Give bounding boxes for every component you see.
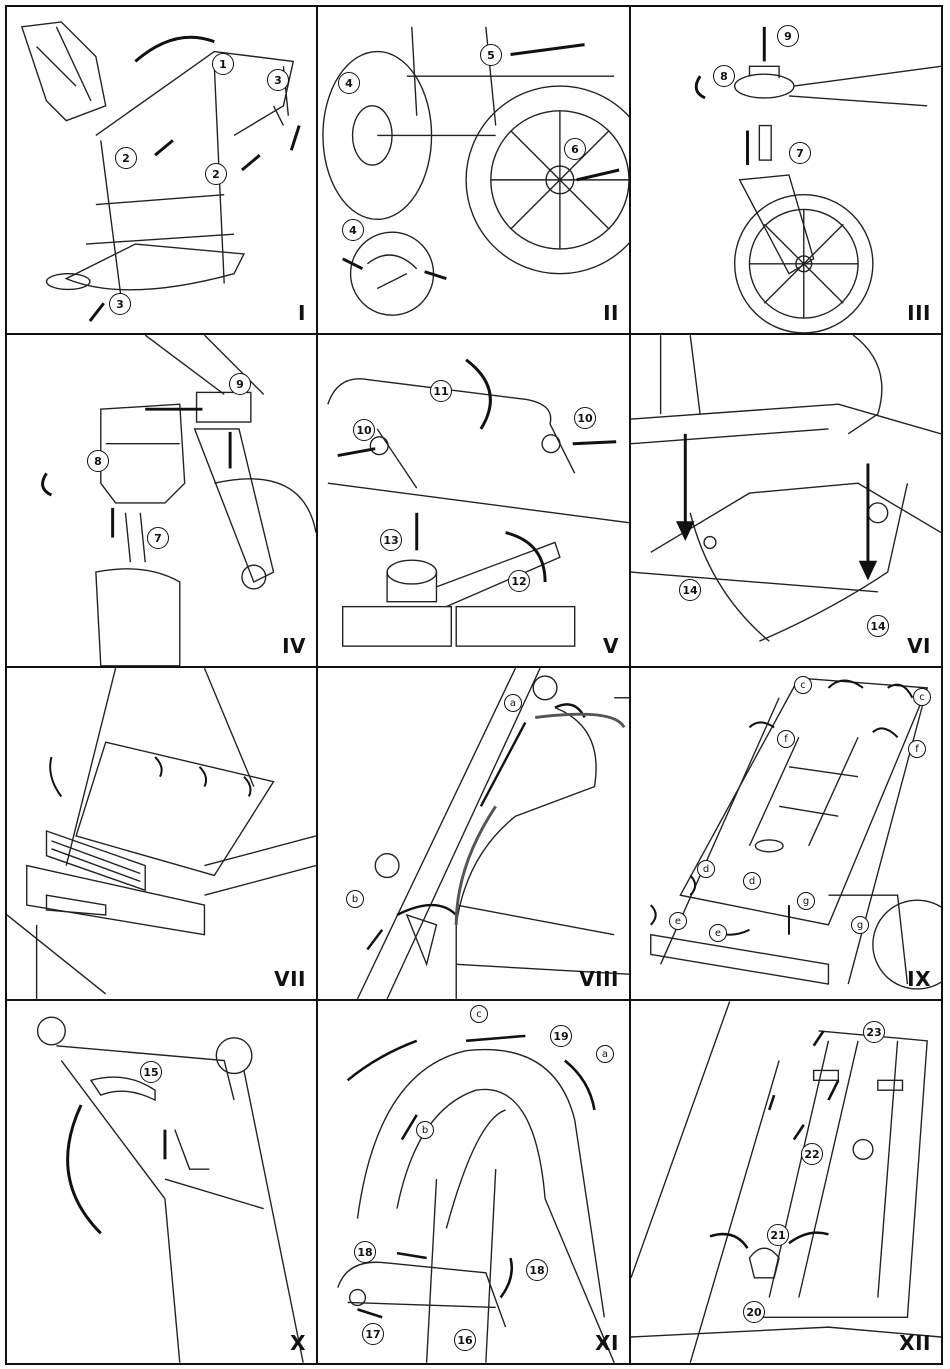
seat-assembly-illustration — [631, 668, 941, 999]
panel-numeral: III — [907, 301, 931, 325]
seat-fabric-illustration — [318, 668, 629, 999]
callout-22: 22 — [801, 1143, 823, 1165]
callout-c: c — [470, 1005, 488, 1023]
callout-14a: 14 — [679, 579, 701, 601]
callout-14b: 14 — [867, 615, 889, 637]
front-wheel-illustration — [631, 7, 941, 333]
panel-VIII: a b VIII — [316, 666, 631, 1001]
callout-a: a — [504, 694, 522, 712]
callout-17: 17 — [362, 1323, 384, 1345]
panel-numeral: IX — [907, 967, 931, 991]
callout-12: 12 — [508, 570, 530, 592]
panel-III: 7 8 9 III — [629, 5, 943, 335]
callout-a: a — [596, 1045, 614, 1063]
callout-2b: 2 — [205, 163, 227, 185]
handlebar-brake-illustration — [318, 335, 629, 666]
frame-unfold-illustration — [7, 7, 316, 333]
panel-numeral: X — [290, 1331, 306, 1355]
callout-15: 15 — [140, 1061, 162, 1083]
callout-f2: f — [908, 740, 926, 758]
swivel-lock-illustration — [7, 335, 316, 666]
callout-4b: 4 — [342, 219, 364, 241]
fold-lock-illustration — [631, 335, 941, 666]
callout-9: 9 — [777, 25, 799, 47]
panel-I: 1 2 2 3 3 I — [5, 5, 318, 335]
callout-10b: 10 — [574, 407, 596, 429]
callout-3a: 3 — [267, 69, 289, 91]
panel-numeral: VI — [907, 634, 931, 658]
panel-numeral: VII — [274, 967, 306, 991]
panel-II: 4 4 5 6 II — [316, 5, 631, 335]
callout-b: b — [346, 890, 364, 908]
callout-9: 9 — [229, 373, 251, 395]
callout-7: 7 — [789, 142, 811, 164]
callout-g2: g — [851, 916, 869, 934]
callout-g1: g — [797, 892, 815, 910]
wheel-attach-illustration — [318, 7, 629, 333]
panel-XI: 19 c a b 18 18 17 16 XI — [316, 999, 631, 1365]
panel-IV: 7 8 9 IV — [5, 333, 318, 668]
callout-1: 1 — [212, 53, 234, 75]
panel-IX: c c f f d d e e g g IX — [629, 666, 943, 1001]
panel-X: 15 X — [5, 999, 318, 1365]
callout-b: b — [416, 1121, 434, 1139]
callout-d1: d — [697, 860, 715, 878]
instruction-sheet: 1 2 2 3 3 I — [5, 5, 943, 1365]
panel-numeral: XII — [899, 1331, 931, 1355]
callout-3b: 3 — [109, 293, 131, 315]
callout-c2: c — [913, 688, 931, 706]
callout-d2: d — [743, 872, 761, 890]
panel-numeral: II — [603, 301, 619, 325]
callout-10a: 10 — [353, 419, 375, 441]
panel-VII: VII — [5, 666, 318, 1001]
panel-V: 10 10 11 12 13 V — [316, 333, 631, 668]
callout-20: 20 — [743, 1301, 765, 1323]
panel-numeral: XI — [595, 1331, 619, 1355]
harness-buckle-illustration — [631, 1001, 941, 1363]
callout-e2: e — [709, 924, 727, 942]
footrest-illustration — [7, 668, 316, 999]
callout-19: 19 — [550, 1025, 572, 1047]
callout-4a: 4 — [338, 72, 360, 94]
callout-2a: 2 — [115, 147, 137, 169]
callout-13: 13 — [380, 529, 402, 551]
callout-5: 5 — [480, 44, 502, 66]
panel-numeral: VIII — [579, 967, 619, 991]
callout-7: 7 — [147, 527, 169, 549]
callout-f1: f — [777, 730, 795, 748]
callout-18b: 18 — [526, 1259, 548, 1281]
callout-8: 8 — [87, 450, 109, 472]
panel-numeral: I — [298, 301, 306, 325]
callout-c1: c — [794, 676, 812, 694]
canopy-bumper-bar-illustration — [318, 1001, 629, 1363]
callout-e1: e — [669, 912, 687, 930]
clip-illustration — [7, 1001, 316, 1363]
callout-23: 23 — [863, 1021, 885, 1043]
callout-8: 8 — [713, 65, 735, 87]
callout-11: 11 — [430, 380, 452, 402]
panel-XII: 23 22 21 20 XII — [629, 999, 943, 1365]
panel-VI: 14 14 VI — [629, 333, 943, 668]
callout-16: 16 — [454, 1329, 476, 1351]
panel-numeral: IV — [282, 634, 306, 658]
callout-6: 6 — [564, 138, 586, 160]
callout-18a: 18 — [354, 1241, 376, 1263]
panel-numeral: V — [603, 634, 619, 658]
callout-21: 21 — [767, 1224, 789, 1246]
